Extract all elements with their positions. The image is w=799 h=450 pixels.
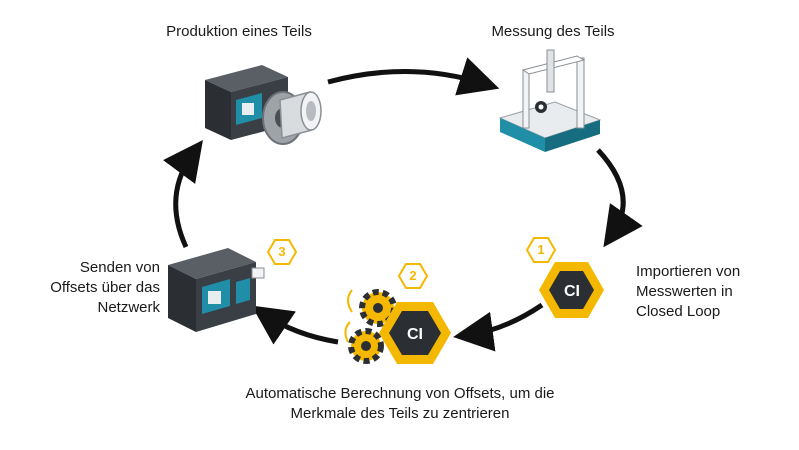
label-calculation: Automatische Berechnung von Offsets, um … — [210, 384, 590, 424]
label-import-line2: Messwerten in — [636, 283, 733, 300]
step1-number: 1 — [537, 242, 545, 257]
label-production: Produktion eines Teils — [166, 23, 312, 40]
ci-badge-step1-text: CI — [564, 283, 580, 300]
step3-number: 3 — [278, 244, 286, 259]
label-send-line3: Netzwerk — [97, 299, 160, 316]
label-send: Senden von Offsets über das Netzwerk — [10, 258, 160, 318]
step2-number-hexagon — [397, 263, 429, 289]
label-import-line3: Closed Loop — [636, 303, 721, 320]
cnc-machine-network-icon — [168, 248, 265, 332]
step3-number-hexagon — [266, 239, 298, 265]
ci-badge-step1 — [539, 262, 604, 318]
arrow-measurement-to-import — [596, 148, 643, 248]
coordinate-measuring-machine-icon — [498, 49, 602, 152]
label-measurement: Messung des Teils — [491, 23, 615, 40]
ci-badge-step2 — [379, 302, 451, 364]
gears-icon — [344, 289, 397, 364]
label-send-line2: Offsets über das — [50, 279, 160, 296]
arrow-calculation-to-send — [251, 305, 339, 345]
label-calculation-line1: Automatische Berechnung von Offsets, um … — [245, 385, 555, 402]
label-calculation-line2: Merkmale des Teils zu zentrieren — [290, 405, 510, 422]
flange-part-icon — [262, 91, 322, 145]
arrow-production-to-measurement — [327, 57, 500, 96]
label-send-line1: Senden von — [79, 259, 160, 276]
step2-number: 2 — [409, 268, 417, 283]
arrow-send-to-production — [163, 139, 203, 249]
step1-number-hexagon — [525, 237, 557, 263]
arrow-import-to-calculation — [453, 302, 544, 352]
label-import: Importieren von Messwerten in Closed Loo… — [636, 262, 786, 322]
label-import-line1: Importieren von — [636, 263, 741, 280]
ci-badge-step2-text: CI — [407, 326, 423, 343]
